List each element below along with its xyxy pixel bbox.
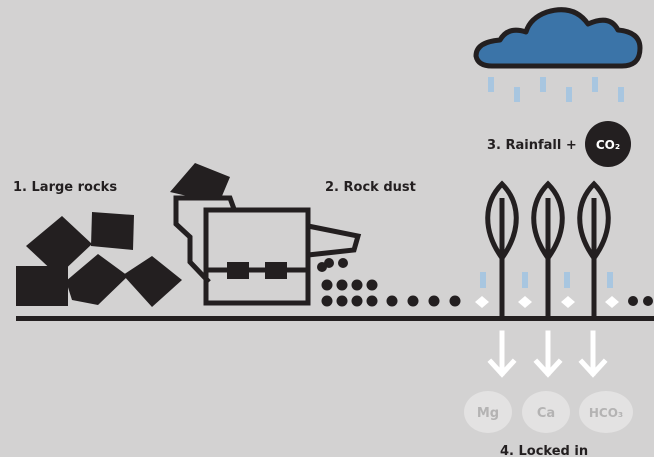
- tree-icon: [534, 184, 563, 316]
- rock-icon: [170, 163, 230, 198]
- cloud-icon: [476, 10, 640, 66]
- ion-hco3-label: HCO₃: [589, 406, 623, 420]
- ground-line: [16, 316, 654, 321]
- step2-label: 2. Rock dust: [325, 180, 416, 195]
- ion-ca-label: Ca: [537, 406, 555, 421]
- rain-icon: [488, 77, 624, 102]
- down-arrow-icon: [537, 333, 559, 374]
- dust-stream-icon: [317, 258, 348, 272]
- step4-label: 4. Locked in: [500, 444, 588, 457]
- co2-badge-label: CO₂: [596, 138, 620, 152]
- trees: [488, 184, 609, 316]
- rock-icon: [123, 256, 182, 307]
- rock-icon: [91, 212, 134, 250]
- step1-label: 1. Large rocks: [13, 180, 117, 195]
- down-arrow-icons: [491, 333, 604, 374]
- tree-icon: [488, 184, 517, 316]
- tree-icon: [580, 184, 609, 316]
- ion-circles: Mg Ca HCO₃: [464, 391, 633, 433]
- down-arrow-icon: [582, 333, 604, 374]
- rock-icon: [66, 254, 128, 305]
- down-arrow-icon: [491, 333, 513, 374]
- step3-label: 3. Rainfall +: [487, 138, 577, 153]
- ion-mg-label: Mg: [477, 406, 499, 421]
